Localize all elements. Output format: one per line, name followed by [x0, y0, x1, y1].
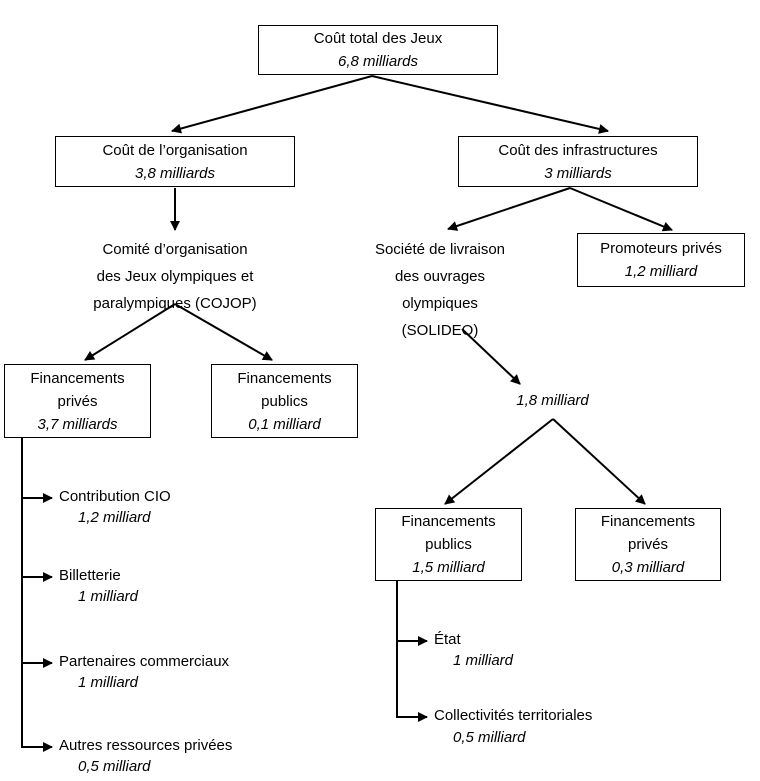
node-label-line: olympiques: [402, 295, 478, 312]
node-label-line: Comité d’organisation: [102, 241, 248, 258]
node-label-line: Financements: [30, 369, 125, 387]
node-total-cost: Coût total des Jeux 6,8 milliards: [258, 25, 498, 75]
leaf-billetterie-value: 1 milliard: [78, 588, 139, 605]
node-financements-publics-solideo: Financements publics 1,5 milliard: [375, 508, 522, 581]
node-infrastructures-cost: Coût des infrastructures 3 milliards: [458, 136, 698, 187]
node-cojop: Comité d’organisation des Jeux olympique…: [55, 236, 295, 317]
leaf-contribution-cio-value: 1,2 milliard: [78, 509, 151, 526]
node-label: Promoteurs privés: [600, 240, 722, 257]
node-label-line: des Jeux olympiques et: [96, 268, 254, 285]
node-financements-publics-cojop: Financements publics 0,1 milliard: [211, 364, 358, 438]
node-label-line: Financements: [401, 513, 496, 530]
node-label-line: (SOLIDEO): [401, 322, 479, 339]
node-label: Coût de l’organisation: [102, 141, 248, 159]
node-promoteurs-prives: Promoteurs privés 1,2 milliard: [577, 233, 745, 287]
leaf-partenaires-commerciaux-label: Partenaires commerciaux: [59, 653, 230, 670]
node-label-line: paralympiques (COJOP): [93, 295, 257, 312]
node-label-line: Financements: [237, 369, 332, 387]
node-value: 3,7 milliards: [37, 415, 118, 433]
node-solideo: Société de livraison des ouvrages olympi…: [360, 236, 520, 344]
leaf-collectivites-label: Collectivités territoriales: [434, 707, 593, 724]
node-label-line: Financements: [600, 513, 696, 530]
leaf-billetterie-label: Billetterie: [59, 567, 121, 584]
node-label-line: privés: [627, 536, 668, 553]
leaf-autres-ressources-label: Autres ressources privées: [59, 737, 233, 754]
node-label: Coût des infrastructures: [498, 141, 658, 159]
node-value: 6,8 milliards: [337, 53, 419, 70]
leaf-contribution-cio-label: Contribution CIO: [59, 488, 171, 505]
node-financements-prives-solideo: Financements privés 0,3 milliard: [575, 508, 721, 581]
leaf-etat-value: 1 milliard: [453, 652, 514, 669]
node-value: 1,2 milliard: [624, 263, 698, 280]
node-value: 0,3 milliard: [611, 559, 685, 576]
node-label-line: Société de livraison: [374, 241, 506, 258]
leaf-autres-ressources-value: 0,5 milliard: [78, 758, 151, 775]
leaf-etat-label: État: [434, 631, 461, 648]
node-solideo-total: 1,8 milliard: [516, 392, 589, 409]
leaf-collectivites-value: 0,5 milliard: [453, 729, 526, 746]
node-label-line: des ouvrages: [394, 268, 486, 285]
node-value: 3 milliards: [544, 164, 612, 182]
node-financements-prives-cojop: Financements privés 3,7 milliards: [4, 364, 151, 438]
leaf-partenaires-commerciaux-value: 1 milliard: [78, 674, 139, 691]
node-value: 1,5 milliard: [412, 559, 485, 576]
node-value: 3,8 milliards: [134, 164, 216, 182]
node-label: Coût total des Jeux: [313, 30, 443, 47]
node-label-line: publics: [425, 536, 472, 553]
node-label-line: privés: [57, 392, 98, 410]
node-organisation-cost: Coût de l’organisation 3,8 milliards: [55, 136, 295, 187]
node-value: 0,1 milliard: [248, 415, 321, 433]
node-label-line: publics: [261, 392, 308, 410]
